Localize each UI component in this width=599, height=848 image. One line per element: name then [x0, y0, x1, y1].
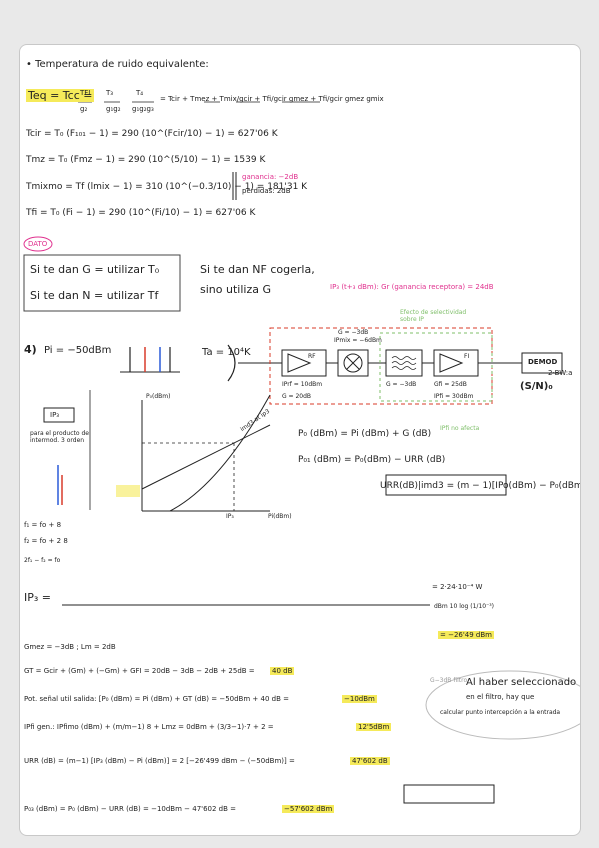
teq-b3: g₁g₂g₃	[132, 105, 154, 113]
freq-f2: f₂ = fo + 2 8	[24, 537, 68, 545]
poi-formula: P₀₁ (dBm) = P₀(dBm) − URR (dB)	[298, 455, 446, 465]
bw-label: 2⋅BW:a	[548, 369, 573, 377]
ta-value: Ta = 10⁴K	[202, 347, 251, 358]
plot-ylabel: P₀(dBm)	[146, 393, 171, 400]
urr2-val: 47'602 dB	[350, 757, 390, 765]
freq-twof: 2f₁ − f₂ = fo	[24, 557, 61, 564]
efecto-note: Efecto de selectividad sobre IP	[400, 309, 467, 323]
note-line-3: calcular punto intercepción a la entrada	[440, 709, 561, 716]
ip3-val: = −26'49 dBm	[438, 631, 494, 639]
para-prod: para el producto de intermod. 3 orden	[30, 430, 89, 444]
snr-label: (S/N)₀	[520, 381, 553, 392]
gmez-line: Gmez = −3dB ; Lm = 2dB	[24, 643, 116, 651]
rf-g: G = 20dB	[282, 393, 312, 400]
plot-ip3: IP₃	[226, 513, 234, 520]
note-line-1: Al haber seleccionado	[466, 677, 577, 688]
note-line-2: en el filtro, hay que	[466, 693, 535, 701]
teq-b2: g₁g₂	[106, 105, 121, 113]
ipfi-note: IPfi no afecta	[440, 425, 480, 432]
plot-xlabel: Pi(dBm)	[268, 513, 292, 520]
dato-label: DATO	[28, 240, 48, 248]
page-title: • Temperatura de ruido equivalente:	[26, 59, 209, 70]
notes-page: • Temperatura de ruido equivalente: Teq …	[19, 44, 581, 836]
urr-formula: URR(dB)|imd3 = (m − 1)[IPo(dBm) − P₀(dBm…	[380, 481, 581, 491]
teq-b1: g₂	[80, 105, 88, 113]
teq-tail: = Tcir + Tmez + Tmix/gcir + Tfi/gcir gme…	[160, 95, 384, 103]
poi2-val: −57'602 dBm	[282, 805, 335, 813]
drawing-layer	[23, 101, 580, 804]
tfi-line: Tfi = T₀ (Fi − 1) = 290 (10^(Fi/10) − 1)…	[26, 208, 256, 218]
ip3-db: dBm 10 log (1/10⁻³)	[434, 603, 494, 610]
side-note-1: Si te dan NF cogerla,	[200, 263, 315, 276]
ip3-eq-label: IP₃ =	[24, 591, 52, 604]
pi-value: Pi = −50dBm	[44, 345, 112, 356]
gt-eq: GT = Gcir + (Gm) + (−Gm) + GFI = 20dB − …	[24, 667, 255, 675]
po-formula: P₀ (dBm) = Pi (dBm) + G (dB)	[298, 429, 432, 439]
urr2-eq: URR (dB) = (m−1) [IP₃ (dBm) − Pi (dBm)] …	[24, 757, 295, 765]
teq-t3: T₄	[136, 89, 144, 97]
box-line-2: Si te dan N = utilizar Tf	[30, 289, 159, 302]
dato-oval	[23, 236, 53, 252]
ip3-box-label: IP₃	[50, 411, 60, 419]
ip3-gr: IP₃ (t+₃ dBm): Gr (ganancia receptora) =…	[330, 283, 494, 291]
ganancia-note: ganancia: −2dB	[242, 173, 299, 181]
potsal-eq: Pot. señal util salida: [P₀ (dBm) = Pi (…	[24, 695, 289, 703]
tmz-line: Tmz = T₀ (Fmz − 1) = 290 (10^(5/10) − 1)…	[26, 155, 266, 165]
mixer-ip: IPmix = −6dBm	[334, 337, 382, 344]
tmixmo-line: Tmixmo = Tf (lmix − 1) = 310 (10^(−0.3/1…	[26, 182, 308, 192]
teq-lhs: Teq = Tcc =	[26, 89, 95, 102]
freq-f1: f₁ = fo + 8	[24, 521, 62, 529]
fi-label: FI	[464, 353, 470, 360]
perdidas-note: perdidas: 2dB	[242, 187, 291, 195]
side-note-2: sino utiliza G	[200, 283, 271, 296]
fi-ip: IPfi = 30dBm	[434, 393, 474, 400]
teq-t2: T₃	[106, 89, 114, 97]
sec4-label: 4)	[24, 343, 37, 356]
teq-t1: TFI	[80, 89, 91, 97]
box-line-1: Si te dan G = utilizar T₀	[30, 263, 160, 276]
fi-g: Gfi = 25dB	[434, 381, 467, 388]
demod-label: DEMOD	[528, 358, 558, 366]
gt-val: 40 dB	[270, 667, 295, 675]
poi2-eq: P₀₃ (dBm) = P₀ (dBm) − URR (dB) = −10dBm…	[24, 805, 236, 813]
ip3-result: = 2⋅24⋅10⁻⁴ W	[432, 583, 483, 591]
potsal-val: −10dBm	[342, 695, 377, 703]
ipfi-val: 12'5dBm	[356, 723, 392, 731]
mixer-g: G = −3dB	[338, 329, 369, 336]
tcir-line: Tcir = T₀ (F₁₀₁ − 1) = 290 (10^(Fcir/10)…	[26, 129, 278, 139]
ipfi-eq: IPfi gen.: IPfimo (dBm) + (m/m−1) 8 + Lm…	[24, 723, 274, 731]
rule-box	[23, 254, 181, 312]
rf-label: RF	[308, 353, 316, 360]
filter-g: G = −3dB	[386, 381, 417, 388]
note-pre: G−3dB filtro	[430, 677, 468, 684]
rf-ip: IPrf = 10dBm	[282, 381, 323, 388]
